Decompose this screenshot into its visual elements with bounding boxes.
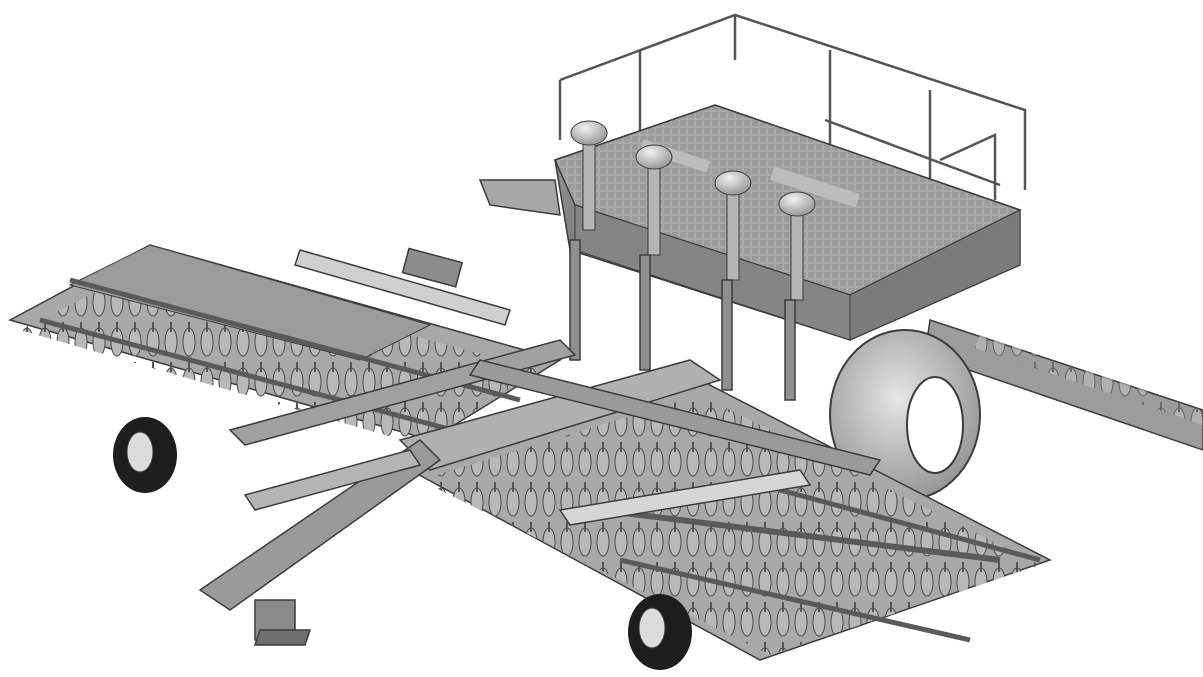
right-gauge-wheel (628, 594, 692, 670)
fan-manifold (294, 179, 561, 326)
tower-4 (778, 191, 816, 301)
tank-frame-legs (569, 239, 796, 401)
main-frame (228, 339, 882, 526)
tower-1 (570, 120, 608, 231)
right-disc-gang (408, 379, 1052, 661)
left-gauge-wheel (113, 417, 177, 493)
tower-2 (635, 144, 673, 256)
hitch-tongue (198, 439, 442, 646)
tower-3 (714, 170, 752, 281)
distribution-towers (570, 120, 816, 301)
